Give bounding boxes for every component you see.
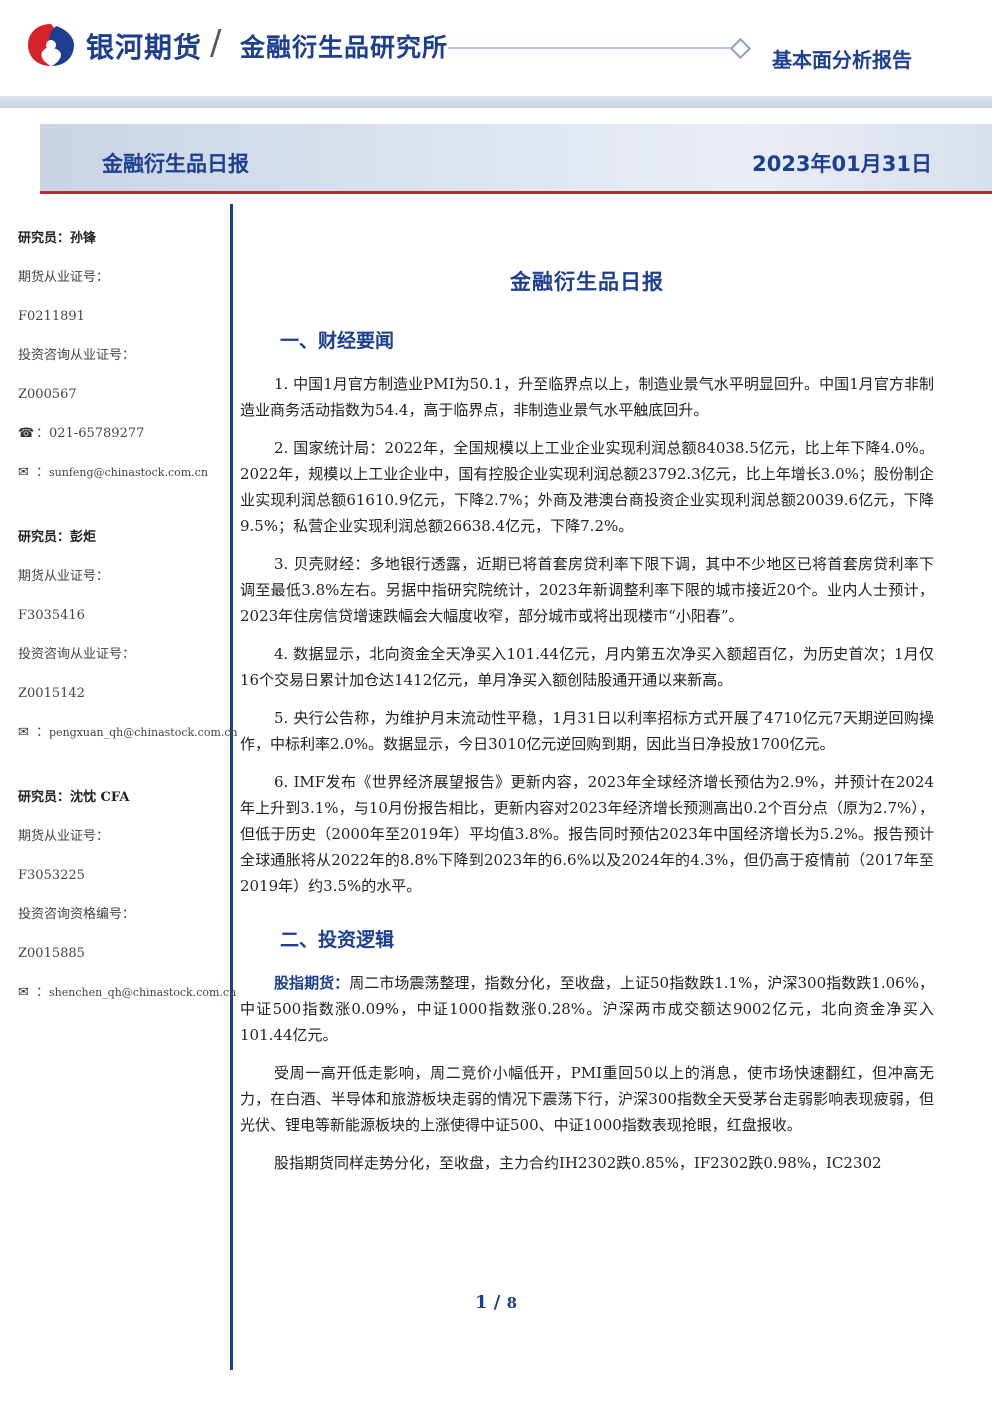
analyst-name: 研究员：彭炬 (18, 530, 97, 545)
advisory-license-label: 投资咨询从业证号： (18, 647, 136, 662)
report-header: 银河期货 / 金融衍生品研究所 基本面分析报告 (0, 0, 992, 110)
mail-icon: ✉ (18, 985, 29, 1000)
header-band (0, 96, 992, 108)
title-banner: 金融衍生品日报 2023年01月31日 (40, 124, 992, 192)
futures-license-label: 期货从业证号： (18, 829, 110, 844)
analyst-phone: ☎：021-65789277 (0, 417, 228, 456)
document-title: 金融衍生品日报 (510, 270, 664, 294)
advisory-license-label: 投资咨询从业证号： (18, 348, 136, 363)
paragraph-lead: 股指期货： (274, 974, 350, 992)
email-link[interactable]: pengxuan_qh@chinastock.com.cn (49, 726, 238, 739)
institute-name: 金融衍生品研究所 (240, 33, 449, 62)
page-current: 1 (474, 1292, 488, 1313)
news-item: 2. 国家统计局：2022年，全国规模以上工业企业实现利润总额84038.5亿元… (240, 439, 934, 535)
page-separator: / (493, 1292, 501, 1313)
main-content: 金融衍生品日报 一、财经要闻 1. 中国1月官方制造业PMI为50.1，升至临界… (240, 260, 934, 1188)
mail-icon: ✉ (18, 465, 29, 480)
paragraph-text: 周二市场震荡整理，指数分化，至收盘，上证50指数跌1.1%，沪深300指数跌1.… (240, 974, 934, 1044)
news-item: 3. 贝壳财经：多地银行透露，近期已将首套房贷利率下限下调，其中不少地区已将首套… (240, 555, 934, 625)
analyst-sidebar: 研究员：孙锋 期货从业证号： F0211891 投资咨询从业证号： Z00056… (0, 222, 238, 1041)
analyst-card: 研究员：沈忱 CFA 期货从业证号： F3053225 投资咨询资格编号： Z0… (0, 781, 236, 1015)
analyst-email: ✉：sunfeng@chinastock.com.cn (0, 456, 228, 495)
news-item: 1. 中国1月官方制造业PMI为50.1，升至临界点以上，制造业景气水平明显回升… (240, 375, 934, 419)
news-item: 4. 数据显示，北向资金全天净买入101.44亿元，月内第五次净买入额超百亿，为… (240, 645, 934, 689)
analyst-email: ✉：shenchen_qh@chinastock.com.cn (0, 976, 236, 1015)
futures-license-label: 期货从业证号： (18, 569, 110, 584)
futures-license-number: F3053225 (18, 868, 85, 883)
phone-number: 021-65789277 (49, 426, 145, 441)
banner-underline (40, 191, 992, 194)
analyst-card: 研究员：孙锋 期货从业证号： F0211891 投资咨询从业证号： Z00056… (0, 222, 228, 495)
email-link[interactable]: shenchen_qh@chinastock.com.cn (49, 986, 237, 999)
diamond-ornament-icon (729, 37, 752, 60)
header-separator: / (210, 23, 222, 63)
analyst-name: 研究员：沈忱 CFA (18, 790, 130, 805)
logic-paragraph: 股指期货同样走势分化，至收盘，主力合约IH2302跌0.85%，IF2302跌0… (274, 1154, 882, 1172)
banner-title: 金融衍生品日报 (102, 152, 249, 176)
page-total: 8 (506, 1294, 518, 1312)
page-number: 1 / 8 (0, 1292, 992, 1313)
advisory-license-number: Z0015885 (18, 946, 85, 961)
email-link[interactable]: sunfeng@chinastock.com.cn (49, 466, 208, 479)
analyst-name: 研究员：孙锋 (18, 231, 97, 246)
mail-icon: ✉ (18, 725, 29, 740)
logic-paragraph: 股指期货：周二市场震荡整理，指数分化，至收盘，上证50指数跌1.1%，沪深300… (240, 970, 934, 1048)
section-heading-logic: 二、投资逻辑 (280, 929, 395, 951)
header-rule (448, 47, 738, 49)
phone-icon: ☎ (18, 426, 35, 441)
logic-paragraph: 受周一高开低走影响，周二竞价小幅低开，PMI重回50以上的消息，使市场快速翻红，… (240, 1064, 934, 1134)
futures-license-number: F3035416 (18, 608, 85, 623)
report-date: 2023年01月31日 (752, 152, 932, 176)
analyst-email: ✉：pengxuan_qh@chinastock.com.cn (0, 716, 238, 755)
futures-license-label: 期货从业证号： (18, 270, 110, 285)
galaxy-logo-icon (28, 24, 74, 66)
news-item: 6. IMF发布《世界经济展望报告》更新内容，2023年全球经济增长预估为2.9… (240, 773, 934, 895)
company-name: 银河期货 (86, 31, 203, 64)
advisory-license-number: Z000567 (18, 387, 77, 402)
futures-license-number: F0211891 (18, 309, 85, 324)
report-type: 基本面分析报告 (772, 48, 912, 72)
section-heading-news: 一、财经要闻 (280, 330, 395, 352)
sidebar-divider (230, 204, 233, 1370)
advisory-license-label: 投资咨询资格编号： (18, 907, 136, 922)
news-item: 5. 央行公告称，为维护月末流动性平稳，1月31日以利率招标方式开展了4710亿… (240, 709, 934, 753)
advisory-license-number: Z0015142 (18, 686, 85, 701)
analyst-card: 研究员：彭炬 期货从业证号： F3035416 投资咨询从业证号： Z00151… (0, 521, 238, 755)
